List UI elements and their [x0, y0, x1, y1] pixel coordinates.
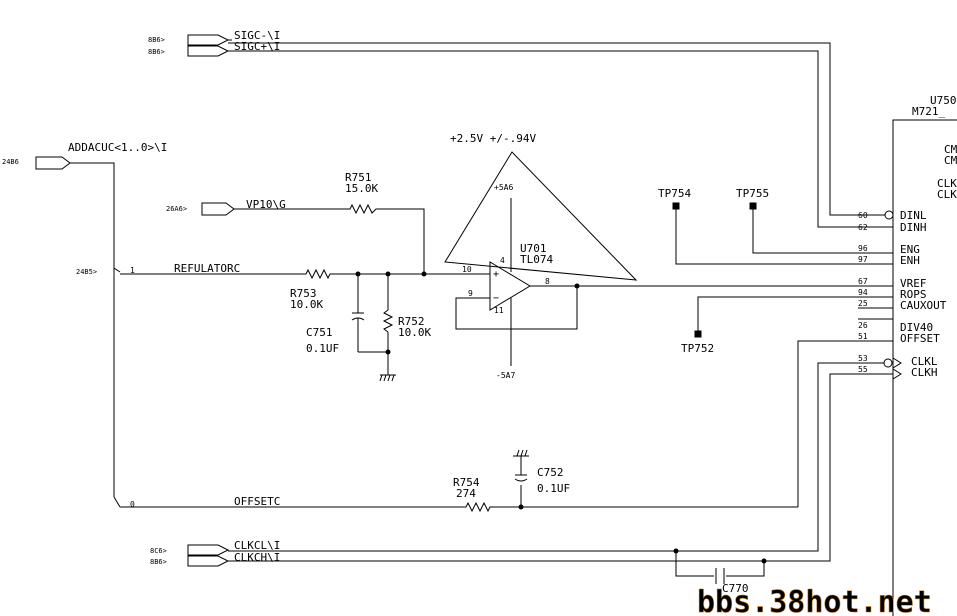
connector-vp10: 26A6> VP10\G: [166, 198, 286, 216]
u750-pin-26-name: DIV40: [900, 321, 933, 334]
ground-c752: [513, 449, 529, 457]
u750-pin-62-name: DINH: [900, 221, 927, 234]
u701-pin-pos: 10: [462, 265, 472, 274]
u750-pin-67-name: VREF: [900, 277, 927, 290]
net-refulatorc: REFULATORC: [174, 262, 240, 275]
u701-pin-11: 11: [494, 306, 504, 315]
r754-ref: R754: [453, 476, 480, 489]
u750-partial-3: CLK: [937, 188, 957, 201]
clkl-ref: 8C6>: [150, 547, 167, 555]
u701-part: TL074: [520, 253, 553, 266]
chip-u750: U750 M721_ CM CM CLK CLK 60 DINL 62 DINH…: [858, 94, 957, 616]
c751-ref: C751: [306, 326, 333, 339]
c751-value: 0.1UF: [306, 342, 339, 355]
u750-pin-25-num: 25: [858, 299, 868, 308]
r751-ref: R751: [345, 171, 372, 184]
u750-pin-60-name: DINL: [900, 209, 927, 222]
tp752-label: TP752: [681, 342, 714, 355]
clkh-ref: 8B6>: [150, 558, 167, 566]
ground-c751: [379, 374, 396, 382]
u750-pin-25-name: CAUXOUT: [900, 299, 947, 312]
u750-pin-55-name: CLKH: [911, 366, 938, 379]
u701-range-triangle: [444, 151, 638, 281]
r751-value: 15.0K: [345, 182, 378, 195]
c770-ref: C770: [722, 582, 749, 595]
u750-pin-53-name: CLKL: [911, 355, 938, 368]
watermark: bbs.38hot.net: [697, 585, 932, 616]
u750-pin-26-num: 26: [858, 321, 868, 330]
resistor-r751: [346, 203, 380, 215]
clkl-net: CLKCL\I: [234, 539, 280, 552]
resistor-r754: [462, 501, 494, 513]
svg-text:+: +: [493, 269, 499, 280]
u750-pin-97-name: ENH: [900, 254, 920, 267]
vp10-ref: 26A6>: [166, 205, 187, 213]
bus-tap-ref: 24B5>: [76, 268, 97, 276]
u750-part: M721_: [912, 105, 945, 118]
connector-sigc-minus: 8B6> SIGC-\I: [148, 29, 280, 46]
c752-ref: C752: [537, 466, 564, 479]
u750-pin-60-num: 60: [858, 211, 868, 220]
u750-partial-2: CLK: [937, 177, 957, 190]
tp755-label: TP755: [736, 187, 769, 200]
r752-value: 10.0K: [398, 326, 431, 339]
addacuc-net: ADDACUC<1..0>\I: [68, 141, 167, 154]
u750-pin-94-name: ROPS: [900, 288, 927, 301]
resistor-r752: [382, 309, 394, 333]
vp10-net: VP10\G: [246, 198, 286, 211]
u750-pin-96-name: ENG: [900, 243, 920, 256]
resistor-r753: [302, 268, 334, 280]
connector-clkh: 8B6> CLKCH\I: [150, 551, 280, 567]
u750-pin-67-num: 67: [858, 277, 868, 286]
u750-pin-94-num: 94: [858, 288, 868, 297]
r753-value: 10.0K: [290, 298, 323, 311]
sigc-plus-ref: 8B6>: [148, 48, 165, 56]
testpoint-tp755: TP755: [736, 187, 769, 210]
bus-bit-0: 0: [130, 500, 135, 509]
svg-text:−: −: [493, 293, 499, 304]
u701-pin-4: 4: [500, 256, 505, 265]
u750-pin-51-name: OFFSET: [900, 332, 940, 345]
sigc-minus-net: SIGC-\I: [234, 29, 280, 42]
testpoint-tp754: TP754: [658, 187, 691, 210]
c752-value: 0.1UF: [537, 482, 570, 495]
testpoint-tp752: TP752: [681, 330, 714, 355]
bus-addacuc: [70, 162, 115, 497]
r752-ref: R752: [398, 315, 425, 328]
u750-pin-97-num: 97: [858, 255, 868, 264]
u701-pin-neg: 9: [468, 289, 473, 298]
u750-pin-96-num: 96: [858, 244, 868, 253]
u750-ref: U750: [930, 94, 957, 107]
connector-sigc-plus: 8B6> SIGC+\I: [148, 40, 280, 57]
u701-vpos: +5A6: [494, 183, 513, 192]
u701-vneg: -5A7: [496, 371, 515, 380]
sigc-minus-ref: 8B6>: [148, 36, 165, 44]
opamp-u701: [489, 261, 531, 311]
addacuc-ref: 24B6: [2, 158, 19, 166]
u701-pin-out: 8: [545, 277, 550, 286]
u701-ref: U701: [520, 242, 547, 255]
u750-pin-53-num: 53: [858, 354, 868, 363]
r753-ref: R753: [290, 287, 317, 300]
u701-range: +2.5V +/-.94V: [450, 132, 536, 145]
wire-sigc-plus: [228, 50, 893, 228]
tp754-label: TP754: [658, 187, 691, 200]
r754-value: 274: [456, 487, 476, 500]
bus-bit-1: 1: [130, 266, 135, 275]
u750-pin-51-num: 51: [858, 332, 868, 341]
u750-partial-0: CM: [944, 143, 957, 156]
connector-addacuc: 24B6 ADDACUC<1..0>\I: [2, 141, 167, 170]
u750-pin-62-num: 62: [858, 223, 868, 232]
net-offsetc: OFFSETC: [234, 495, 280, 508]
u750-pin-55-num: 55: [858, 365, 868, 374]
clkh-net: CLKCH\I: [234, 551, 280, 564]
u750-partial-1: CM: [944, 154, 957, 167]
wire-sigc-minus: [228, 42, 858, 216]
connector-clkl: 8C6> CLKCL\I: [150, 539, 280, 556]
